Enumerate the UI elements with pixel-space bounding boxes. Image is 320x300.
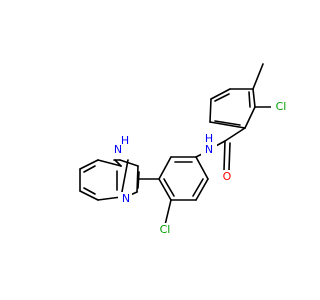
structure-diagram: N H N N H O Cl Cl xyxy=(79,63,291,238)
right-phenyl-ring xyxy=(209,88,256,129)
central-phenyl-ring xyxy=(158,156,209,201)
central-ring-chlorine-label: Cl xyxy=(160,223,171,236)
molecule-canvas: N H N N H O Cl Cl xyxy=(79,63,291,238)
right-ring-chlorine-label: Cl xyxy=(276,100,287,113)
imidazole-nh-hydrogen-label: H xyxy=(121,134,129,147)
carbonyl-oxygen-label: O xyxy=(223,170,232,183)
right-ring-substituents xyxy=(252,63,272,108)
central-ring-chloro-bond xyxy=(164,199,172,226)
imidazole-n-label: N xyxy=(122,192,130,205)
benzimidazole-benzene-ring xyxy=(79,159,129,201)
imidazole-nh-label: N xyxy=(114,143,122,156)
atom-labels: N H N N H O Cl Cl xyxy=(111,100,291,238)
amide-nh-label: N xyxy=(205,143,213,156)
amide-nh-hydrogen-label: H xyxy=(205,132,213,145)
